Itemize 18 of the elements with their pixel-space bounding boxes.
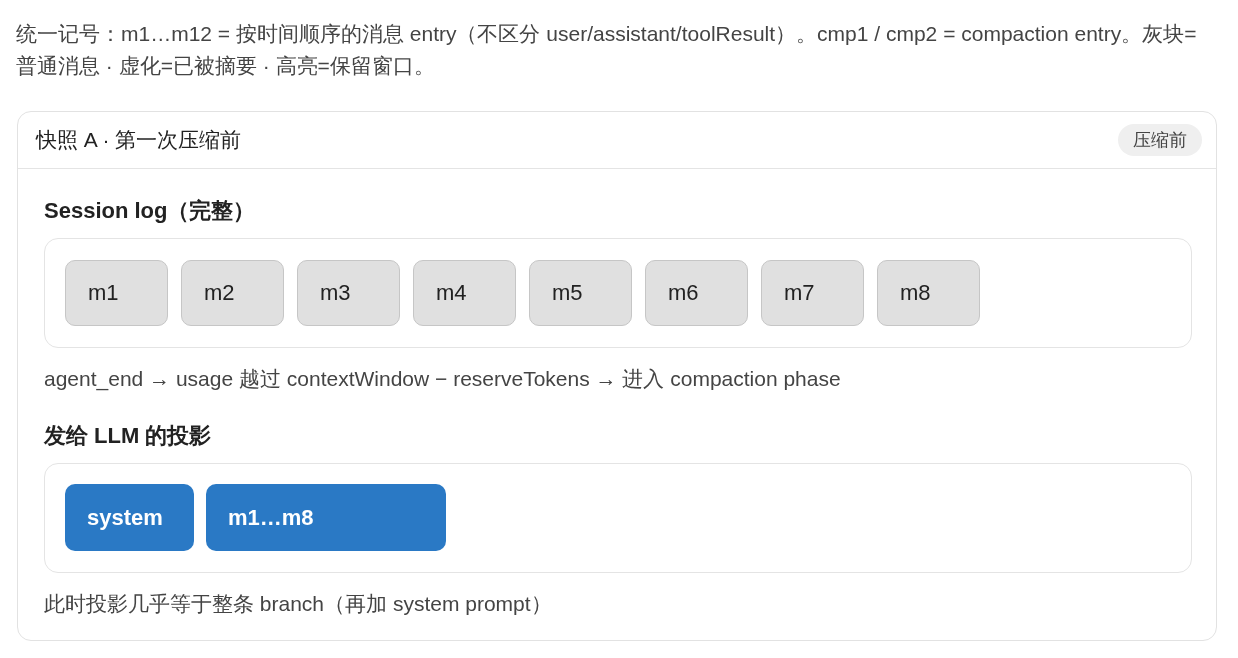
status-badge: 压缩前: [1118, 124, 1202, 156]
message-block: m4: [413, 260, 516, 326]
message-block: m1…m8: [206, 484, 446, 551]
note-text: 此时投影几乎等于整条 branch（再加 system prompt）: [44, 591, 553, 617]
message-block: system: [65, 484, 194, 551]
note-text: agent_end → usage 越过 contextWindow − reserveTokens → 进入 compaction phase: [44, 366, 842, 393]
snapshot-card: [17, 111, 1217, 641]
note-text: 统一记号：m1…m12 = 按时间顺序的消息 entry（不区分 user/assistant/toolResult）。cmp1 / cmp2 = compaction entry。灰块=普通消息 · 虚化=已被摘要 · 高亮=保留窗口。: [16, 21, 1198, 79]
message-block: m7: [761, 260, 864, 326]
section-heading: 发给 LLM 的投影: [44, 422, 212, 450]
message-block: m6: [645, 260, 748, 326]
message-block: m8: [877, 260, 980, 326]
message-block: m2: [181, 260, 284, 326]
message-block: m5: [529, 260, 632, 326]
section-heading: Session log（完整）: [44, 197, 256, 225]
message-block: m3: [297, 260, 400, 326]
card-title: 快照 A · 第一次压缩前: [36, 127, 242, 153]
message-block: m1: [65, 260, 168, 326]
